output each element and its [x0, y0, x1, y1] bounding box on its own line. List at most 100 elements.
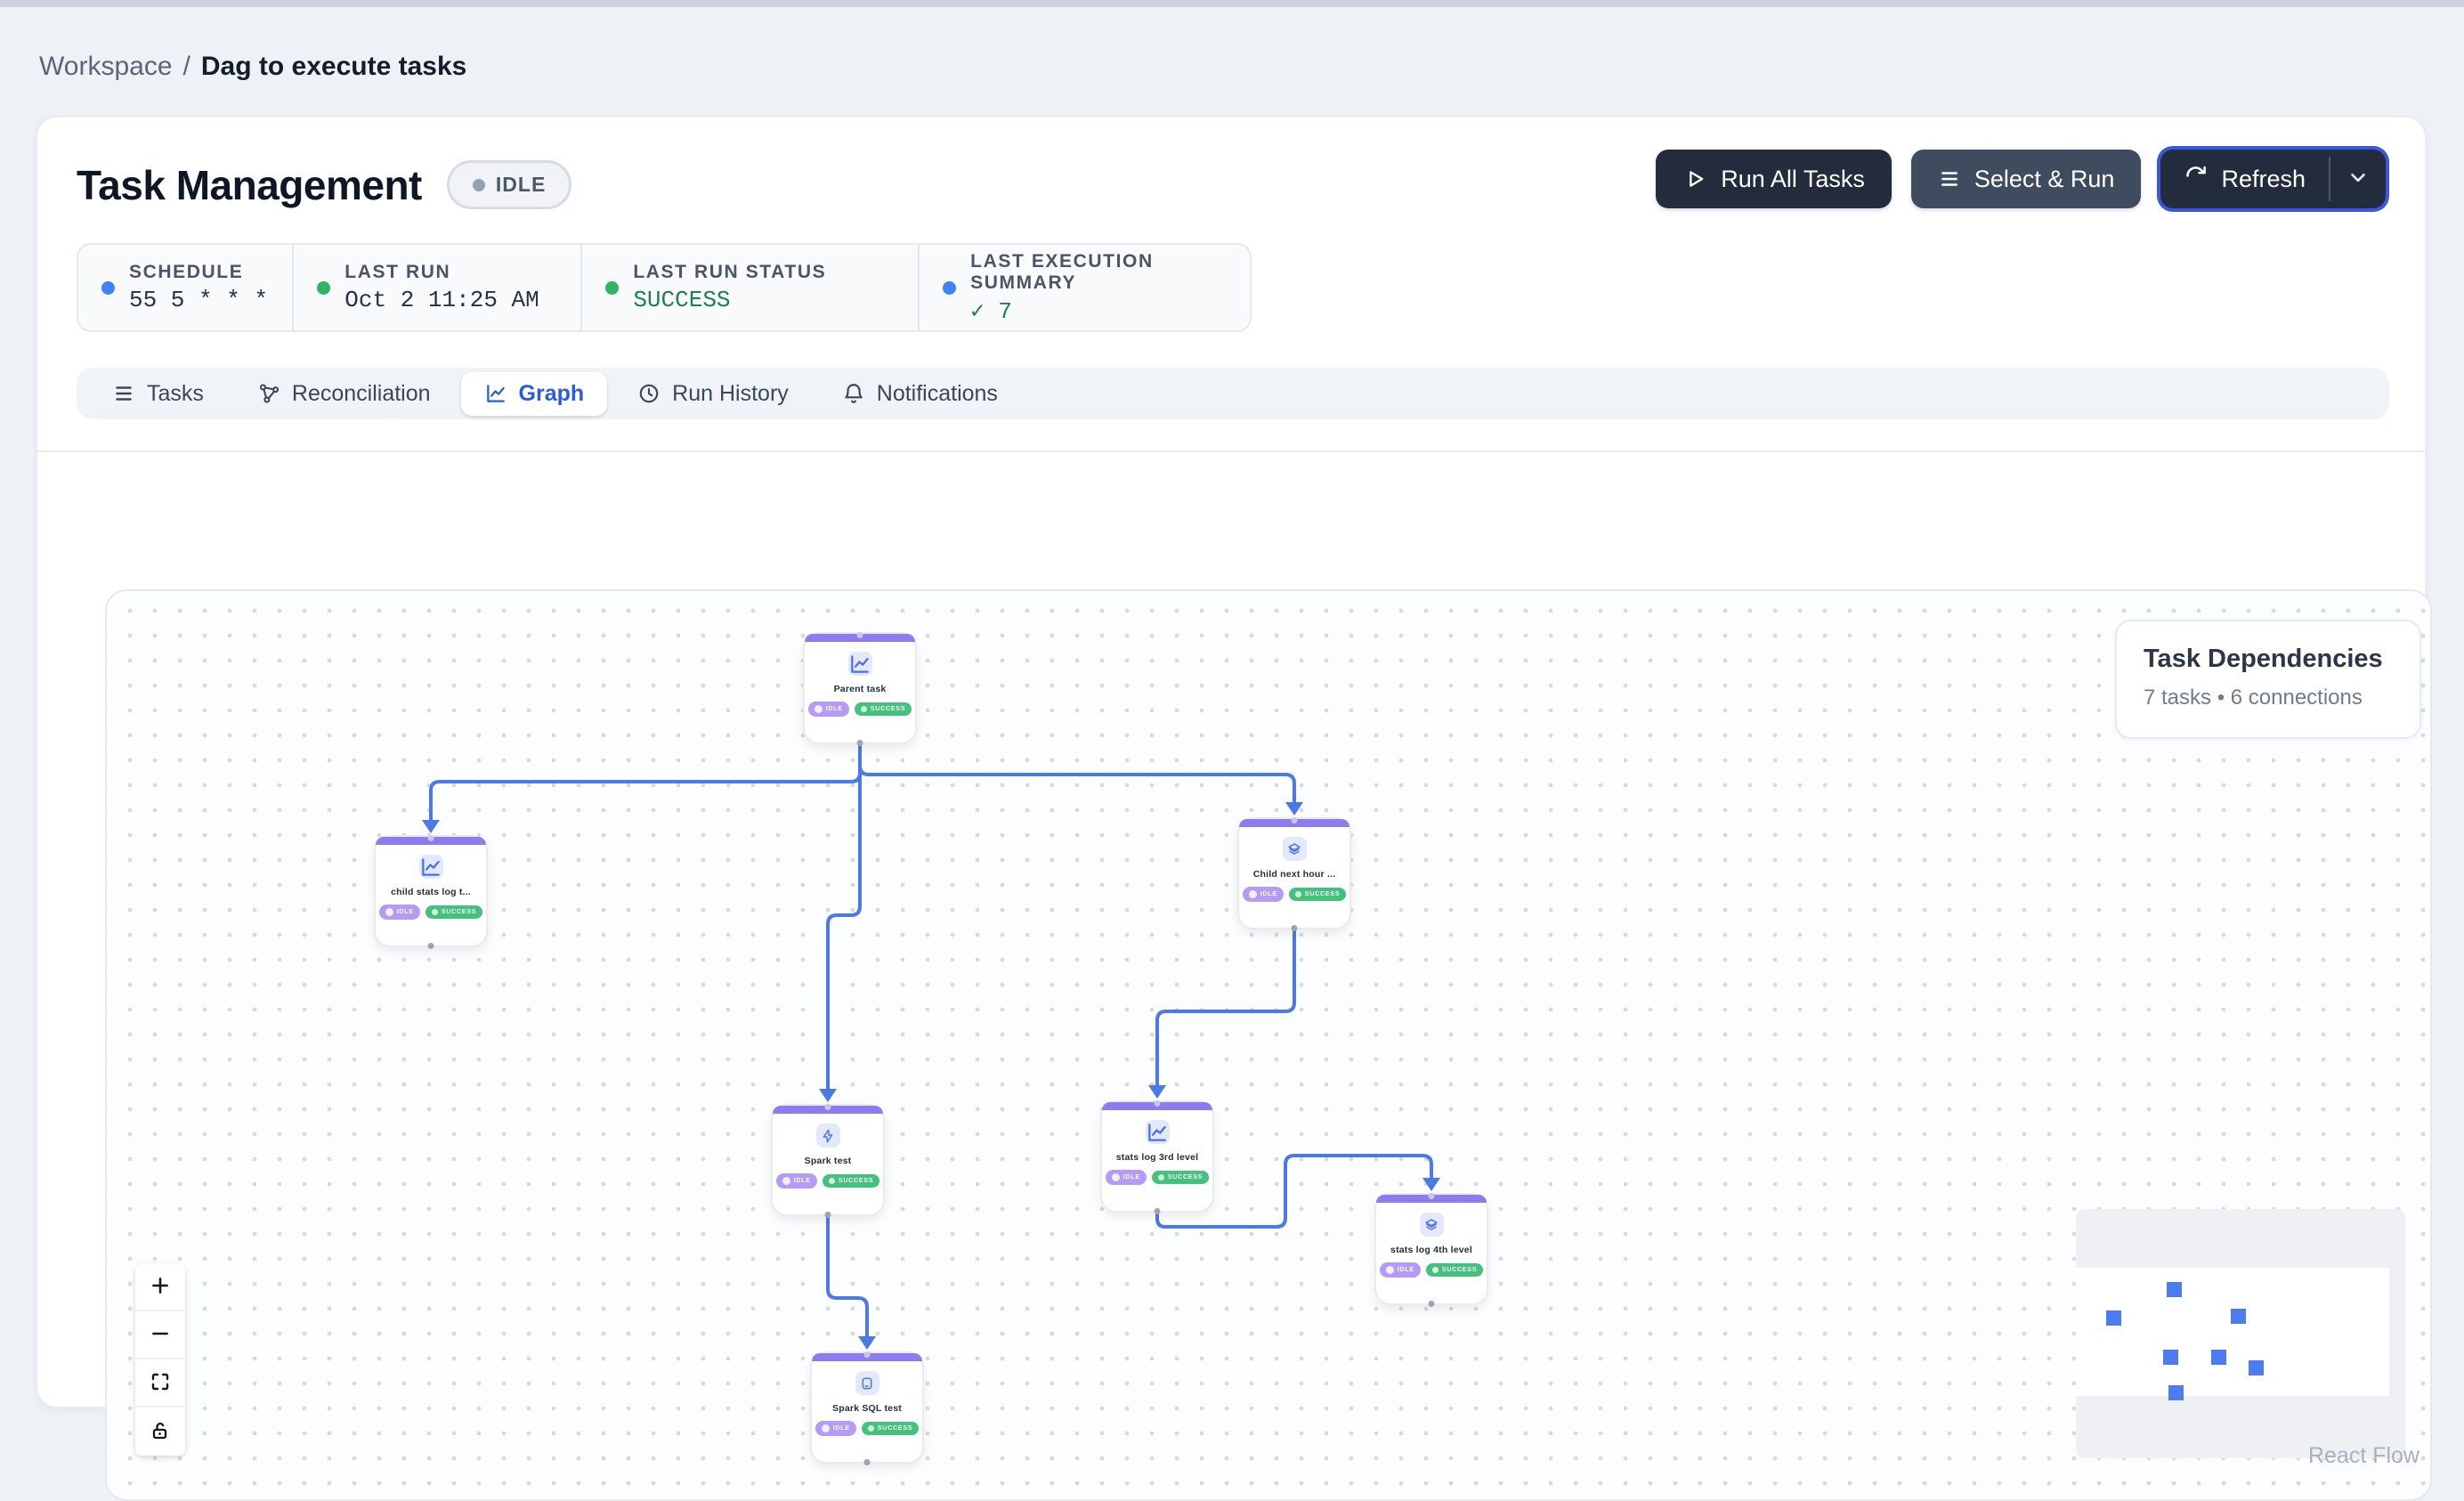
refresh-dropdown-button[interactable] [2330, 150, 2386, 208]
node-handle-bottom [1154, 1208, 1161, 1214]
task-dependencies-panel: Task Dependencies 7 tasks • 6 connection… [2115, 620, 2421, 739]
clock-icon [637, 382, 661, 405]
minimap-node [2168, 1385, 2184, 1400]
node-title: Parent task [833, 684, 887, 694]
idle-badge: IDLE [1379, 1262, 1421, 1278]
zoom-in-button[interactable] [135, 1263, 185, 1311]
minimap[interactable] [2076, 1209, 2405, 1458]
edge-stats-log-3rd-to-stats-log-4th [1155, 1154, 1433, 1229]
run-all-tasks-button[interactable]: Run All Tasks [1656, 150, 1892, 208]
status-badge: IDLE [446, 160, 572, 209]
idle-badge: IDLE [1105, 1170, 1147, 1185]
refresh-label: Refresh [2221, 165, 2306, 192]
breadcrumb-current: Dag to execute tasks [200, 52, 467, 81]
task-management-card: Task Management IDLE Run All Tasks Selec… [36, 116, 2432, 1501]
node-title: Spark SQL test [832, 1403, 902, 1414]
edge-arrow-icon [1148, 1085, 1166, 1099]
flow-controls [135, 1263, 185, 1456]
unlock-icon [150, 1420, 171, 1444]
chart-icon [1145, 1120, 1170, 1144]
status-dot-icon [472, 178, 485, 191]
idle-badge: IDLE [378, 905, 420, 920]
database-icon [855, 1371, 879, 1395]
stat-value: ✓ 7 [970, 297, 1013, 325]
zoom-out-button[interactable] [135, 1311, 185, 1359]
minimap-node [2163, 1350, 2178, 1365]
success-badge: SUCCESS [1151, 1171, 1210, 1184]
badge-dot-icon [782, 1177, 790, 1185]
stat-last-run-status: LAST RUN STATUS SUCCESS [580, 245, 918, 330]
select-and-run-button[interactable]: Select & Run [1910, 150, 2142, 208]
run-all-tasks-label: Run All Tasks [1721, 165, 1865, 192]
stat-value: Oct 2 11:25 AM [344, 287, 539, 313]
refresh-icon [2184, 164, 2208, 194]
top-scroll-strip [0, 0, 2464, 7]
edge-parent-to-spark-test [826, 741, 862, 1091]
node-handle-bottom [427, 943, 434, 949]
minimap-viewport[interactable] [2076, 1268, 2389, 1396]
success-badge: SUCCESS [822, 1174, 880, 1188]
tab-tasks[interactable]: Tasks [89, 372, 227, 416]
badge-dot-icon [821, 1424, 830, 1432]
button-divider [2329, 157, 2330, 201]
stat-last-run: LAST RUN Oct 2 11:25 AM [292, 245, 580, 330]
breadcrumb-workspace[interactable]: Workspace [39, 52, 173, 81]
node-handle-bottom [824, 1212, 831, 1218]
plus-icon [149, 1274, 172, 1300]
badge-dot-icon [1111, 1173, 1120, 1181]
bell-icon [842, 382, 865, 405]
success-badge: SUCCESS [861, 1422, 920, 1435]
tab-label: Notifications [876, 380, 998, 406]
tab-notifications[interactable]: Notifications [819, 372, 1021, 416]
node-handle-bottom [1291, 925, 1298, 931]
stat-value: SUCCESS [633, 287, 731, 313]
chevron-down-icon [2346, 166, 2370, 193]
dag-edges [422, 741, 1440, 1350]
stat-dot-icon [605, 280, 620, 295]
node-title: Child next hour ... [1252, 869, 1336, 880]
stat-label: LAST RUN STATUS [633, 262, 827, 282]
edge-parent-to-child-stats [429, 741, 862, 823]
status-badge-label: IDLE [495, 173, 547, 196]
workflow-icon [257, 382, 280, 405]
stat-value: 55 5 * * * [129, 287, 269, 313]
chart-icon [847, 652, 872, 676]
refresh-button[interactable]: Refresh [2160, 150, 2329, 208]
badge-dot-icon [431, 909, 438, 915]
minimap-node [2211, 1350, 2226, 1365]
node-title: Spark test [804, 1156, 852, 1166]
node-handle-bottom [863, 1459, 871, 1465]
stat-dot-icon [317, 280, 331, 295]
tab-run-history[interactable]: Run History [614, 372, 812, 416]
tab-reconciliation[interactable]: Reconciliation [234, 372, 454, 416]
badge-dot-icon [1431, 1267, 1439, 1273]
select-and-run-label: Select & Run [1974, 165, 2115, 192]
stat-last-execution-summary: LAST EXECUTION SUMMARY✓ 7 [918, 245, 1250, 330]
stat-dot-icon [101, 280, 115, 295]
refresh-split-button: Refresh [2160, 150, 2386, 208]
node-title: stats log 4th level [1390, 1245, 1472, 1255]
stat-label: LAST RUN [344, 262, 451, 282]
badge-dot-icon [1385, 1266, 1394, 1274]
tab-label: Run History [672, 380, 789, 406]
layers-icon [1419, 1213, 1444, 1237]
badge-dot-icon [828, 1178, 835, 1184]
tab-graph[interactable]: Graph [460, 371, 608, 416]
node-handle-bottom [856, 740, 863, 746]
node-handle-top [856, 632, 863, 638]
node-handle-bottom [1428, 1301, 1435, 1307]
lock-button[interactable] [135, 1408, 185, 1456]
edge-arrow-icon [858, 1336, 876, 1350]
fit-view-button[interactable] [135, 1359, 185, 1408]
list-icon [112, 382, 135, 405]
